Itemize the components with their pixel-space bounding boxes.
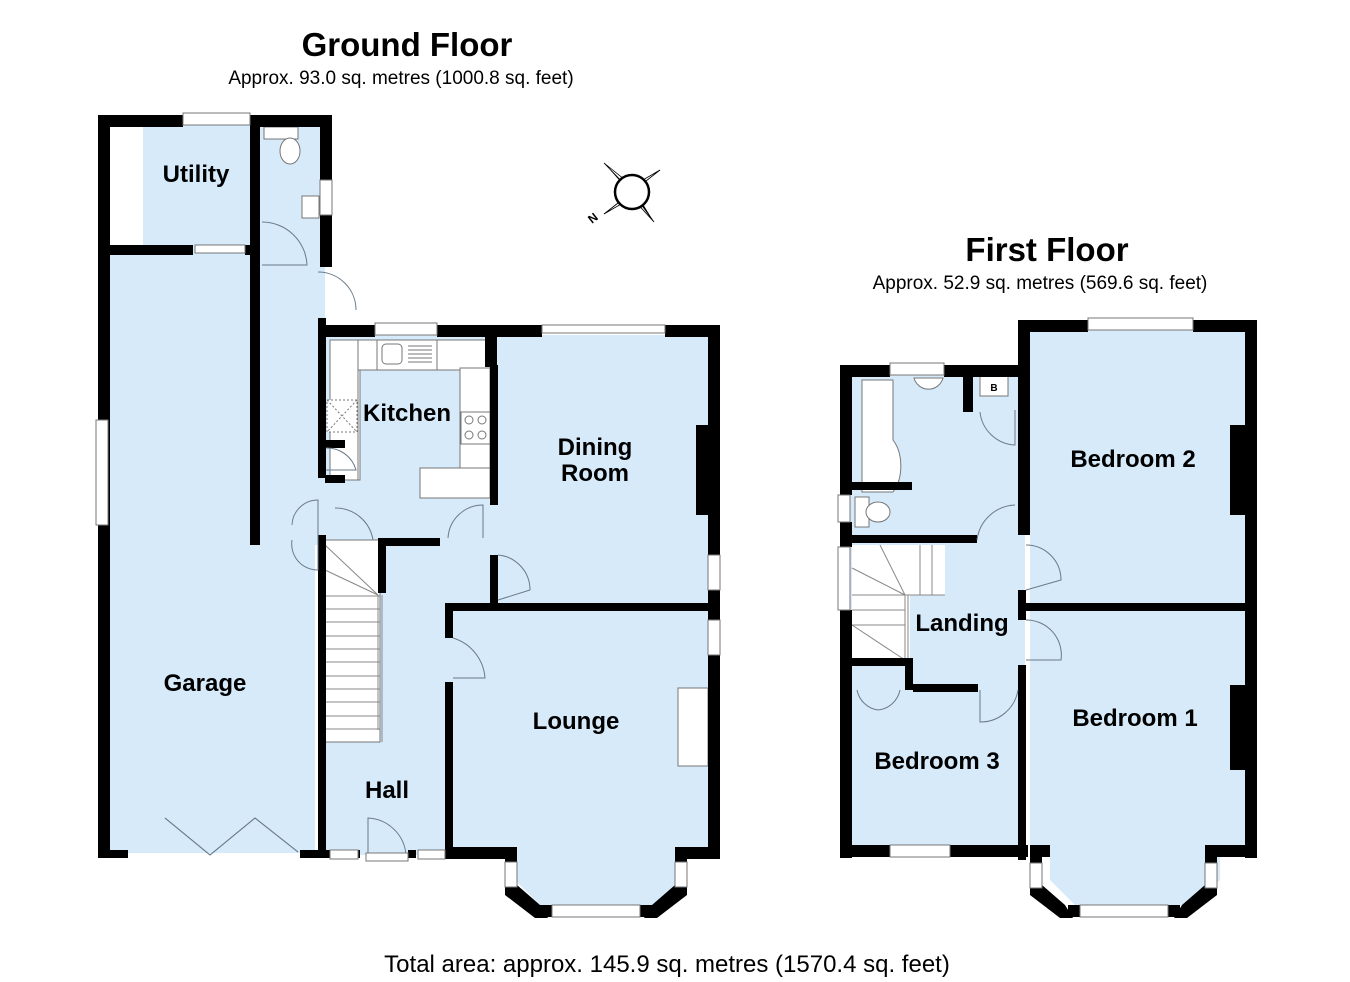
window	[417, 849, 446, 860]
staircase-icon	[324, 539, 383, 743]
window	[182, 112, 251, 126]
total-area: Total area: approx. 145.9 sq. metres (15…	[384, 951, 950, 978]
ground-floor-title: Ground Floor	[302, 26, 513, 63]
room-label-utility: Utility	[163, 161, 230, 188]
appliance-icon	[326, 399, 358, 433]
window	[707, 619, 721, 656]
window	[837, 494, 851, 523]
staircase-icon	[851, 544, 945, 662]
fireplace-icon	[677, 687, 709, 767]
window	[1087, 317, 1194, 331]
room-label-garage: Garage	[164, 670, 247, 697]
basin-icon	[913, 377, 944, 390]
window	[329, 849, 359, 860]
room-label-kitchen: Kitchen	[363, 400, 451, 427]
room-label-dining-line2: Room	[561, 460, 629, 487]
window	[1029, 862, 1043, 889]
window	[707, 554, 721, 591]
bay-window	[551, 904, 641, 918]
window	[837, 546, 851, 611]
toilet-icon	[279, 137, 301, 165]
first-floor-area: Approx. 52.9 sq. metres (569.6 sq. feet)	[873, 273, 1208, 294]
window	[504, 861, 518, 888]
room-label-lounge: Lounge	[533, 708, 620, 735]
toilet-icon	[865, 501, 891, 523]
first-floor-plan: B	[837, 317, 1257, 918]
bath-icon	[861, 379, 902, 493]
window	[95, 419, 109, 526]
compass-rose-icon: N	[585, 162, 661, 226]
room-label-landing: Landing	[915, 610, 1008, 637]
window	[319, 179, 333, 216]
door-swings	[856, 410, 1062, 723]
ground-floor-plan: Utility Kitchen Dining Room Garage Loung…	[95, 112, 721, 918]
bay-window	[1079, 904, 1169, 918]
window	[374, 322, 438, 336]
kitchen-sink-icon	[381, 343, 403, 365]
patio-door	[541, 324, 666, 334]
sliding-door	[194, 244, 246, 254]
window	[1204, 862, 1218, 889]
window	[889, 844, 951, 858]
window	[674, 861, 688, 888]
cistern-icon	[263, 126, 299, 140]
boiler-label: B	[990, 383, 997, 394]
room-label-bedroom-3: Bedroom 3	[874, 748, 999, 775]
first-floor-title: First Floor	[965, 231, 1128, 268]
hob-icon	[460, 411, 491, 445]
window	[889, 362, 945, 376]
room-label-dining-line1: Dining	[558, 434, 633, 461]
wc-basin-icon	[301, 195, 320, 219]
room-label-bedroom-2: Bedroom 2	[1070, 446, 1195, 473]
room-label-hall: Hall	[365, 777, 409, 804]
front-door-step	[365, 852, 409, 862]
room-label-bedroom-1: Bedroom 1	[1072, 705, 1197, 732]
compass-north-label: N	[585, 210, 600, 226]
ground-floor-area: Approx. 93.0 sq. metres (1000.8 sq. feet…	[228, 68, 573, 89]
